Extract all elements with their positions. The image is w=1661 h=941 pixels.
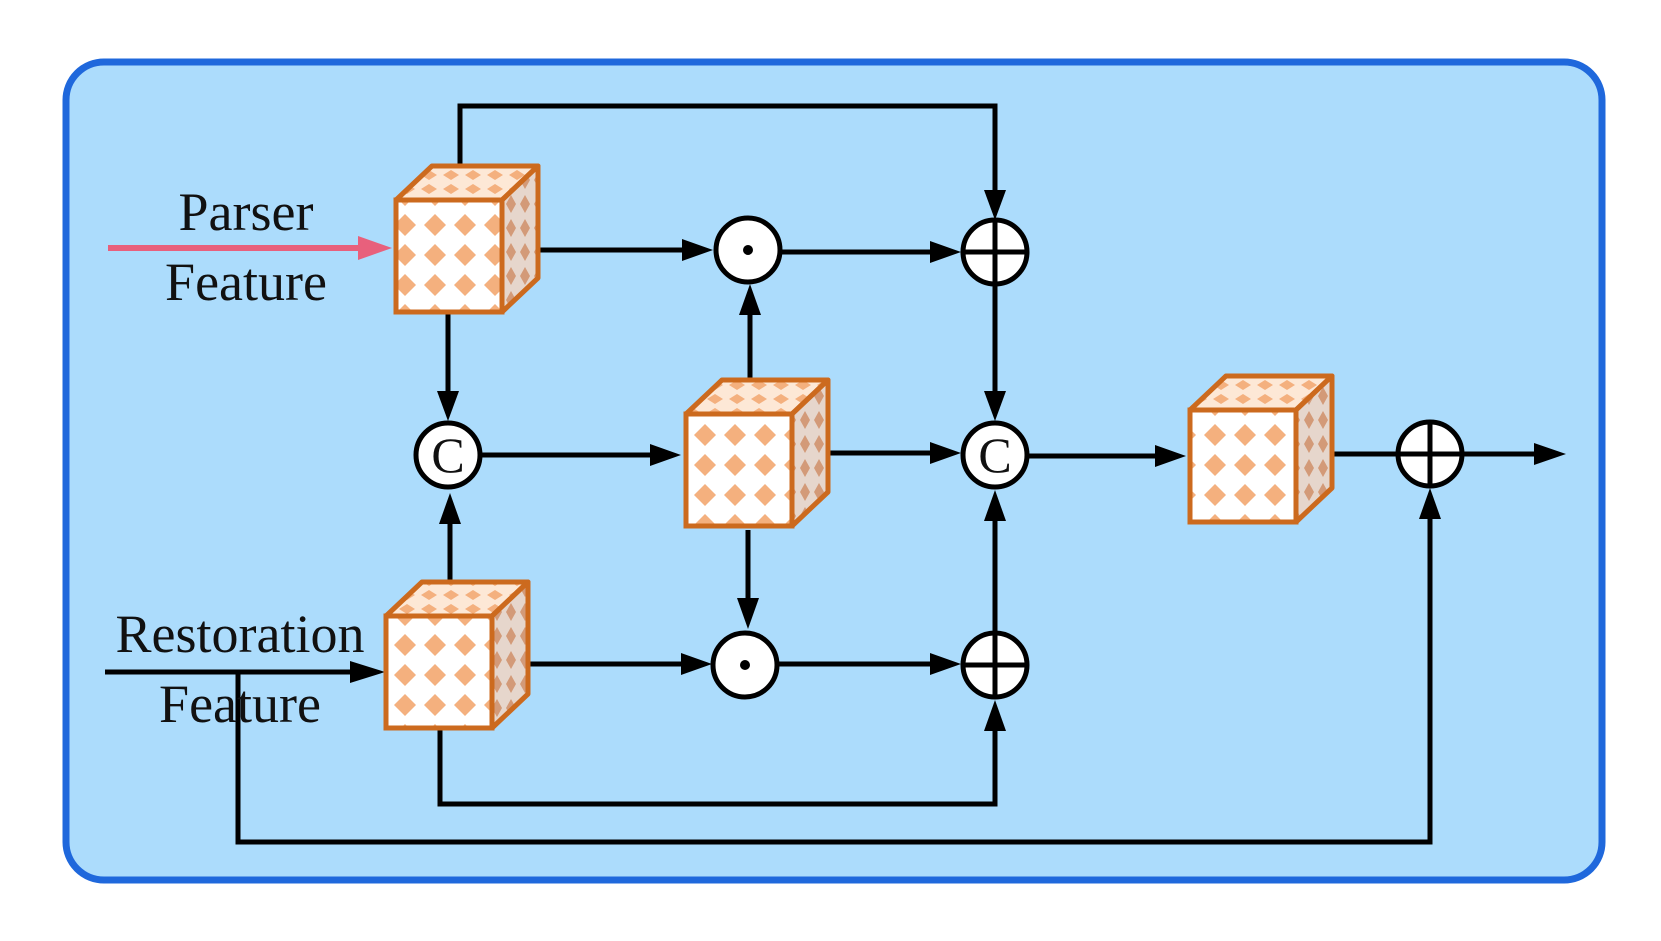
top-skip-line — [457, 103, 998, 205]
bottom-skip-line — [437, 715, 998, 807]
parser-label-line2: Feature — [165, 252, 327, 312]
concat-symbol: C — [978, 427, 1011, 483]
lower-add-node — [960, 630, 1030, 700]
arrowhead — [930, 241, 961, 263]
arrowhead — [984, 490, 1006, 521]
arrowhead — [682, 239, 713, 261]
parser-feature-cube — [393, 163, 541, 315]
arrowhead — [1155, 445, 1186, 467]
arrowhead — [930, 653, 961, 675]
output-arrowhead — [1534, 443, 1566, 465]
arrowhead — [350, 661, 385, 683]
arrowhead — [650, 444, 681, 466]
lower-multiply-node — [710, 630, 780, 700]
arrowhead — [930, 442, 961, 464]
middle-fusion-cube — [683, 377, 831, 529]
arrowhead — [437, 391, 459, 421]
arrowhead — [984, 700, 1006, 731]
output-cube — [1187, 373, 1335, 525]
arrowhead — [681, 653, 712, 675]
arrowhead — [739, 284, 761, 315]
restoration-label-line2: Feature — [159, 674, 321, 734]
arrowhead — [1419, 488, 1441, 519]
restoration-label-line1: Restoration — [116, 604, 365, 664]
concat-symbol: C — [431, 427, 464, 483]
connections — [105, 103, 1566, 845]
arrowhead — [737, 598, 759, 629]
parser-label-line1: Parser — [179, 182, 314, 242]
upper-add-node — [960, 217, 1030, 287]
residual-line — [235, 505, 1433, 845]
concat-node-1: C — [413, 420, 483, 490]
arrowhead — [984, 190, 1006, 220]
final-add-node — [1395, 419, 1465, 489]
restoration-feature-cube — [383, 579, 531, 731]
upper-multiply-node — [713, 215, 783, 285]
concat-node-2: C — [960, 420, 1030, 490]
arrowhead — [984, 391, 1006, 421]
arrowhead — [439, 493, 461, 524]
